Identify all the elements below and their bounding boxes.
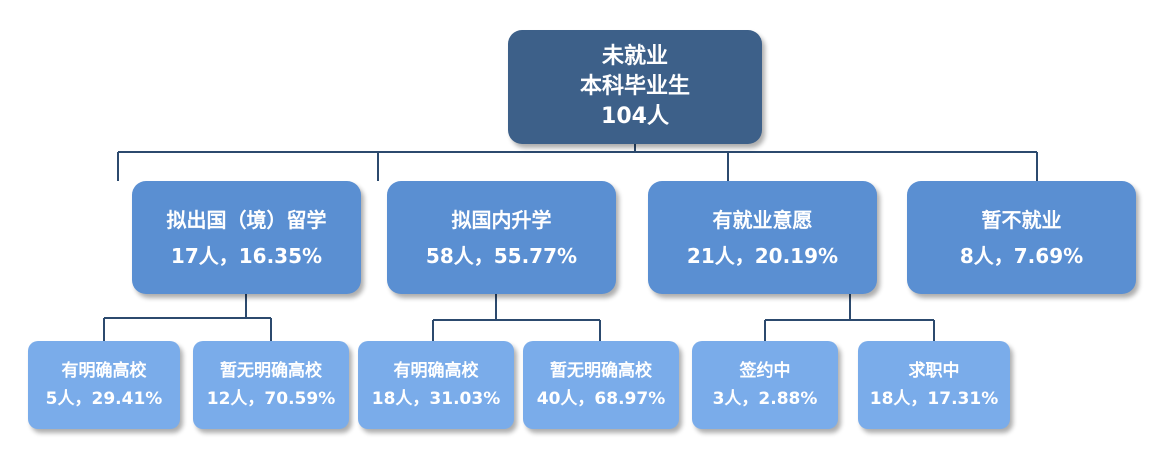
node-signing-contract: 签约中 3人，2.88%: [692, 341, 838, 429]
node-abroad-school-confirmed: 有明确高校 5人，29.41%: [28, 341, 180, 429]
root-node: 未就业 本科毕业生 104人: [508, 30, 762, 144]
node-stat: 58人，55.77%: [425, 243, 578, 268]
node-label: 求职中: [908, 361, 960, 381]
node-stat: 18人，31.03%: [371, 389, 501, 409]
node-stat: 40人，68.97%: [536, 389, 666, 409]
node-domestic-school-confirmed: 有明确高校 18人，31.03%: [358, 341, 514, 429]
node-domestic-study: 拟国内升学 58人，55.77%: [387, 181, 616, 294]
node-label: 暂不就业: [981, 207, 1062, 232]
node-abroad-school-undecided: 暂无明确高校 12人，70.59%: [193, 341, 349, 429]
node-stat: 18人，17.31%: [869, 389, 999, 409]
node-seeking-employment: 有就业意愿 21人，20.19%: [648, 181, 877, 294]
root-title: 未就业: [601, 44, 668, 69]
node-not-employed-yet: 暂不就业 8人，7.69%: [907, 181, 1136, 294]
node-job-hunting: 求职中 18人，17.31%: [858, 341, 1010, 429]
node-stat: 3人，2.88%: [712, 389, 818, 409]
node-domestic-school-undecided: 暂无明确高校 40人，68.97%: [523, 341, 679, 429]
node-label: 有明确高校: [61, 361, 147, 381]
node-label: 拟出国（境）留学: [166, 207, 327, 232]
root-count: 104人: [601, 104, 669, 129]
node-label: 有明确高校: [393, 361, 479, 381]
node-study-abroad: 拟出国（境）留学 17人，16.35%: [132, 181, 361, 294]
node-label: 暂无明确高校: [550, 361, 652, 381]
node-stat: 21人，20.19%: [686, 243, 839, 268]
node-label: 有就业意愿: [712, 207, 813, 232]
node-label: 拟国内升学: [451, 207, 552, 232]
node-stat: 12人，70.59%: [206, 389, 336, 409]
node-label: 签约中: [739, 361, 791, 381]
node-stat: 17人，16.35%: [170, 243, 323, 268]
node-stat: 5人，29.41%: [45, 389, 163, 409]
node-stat: 8人，7.69%: [959, 243, 1084, 268]
root-subtitle: 本科毕业生: [579, 74, 690, 99]
node-label: 暂无明确高校: [220, 361, 322, 381]
